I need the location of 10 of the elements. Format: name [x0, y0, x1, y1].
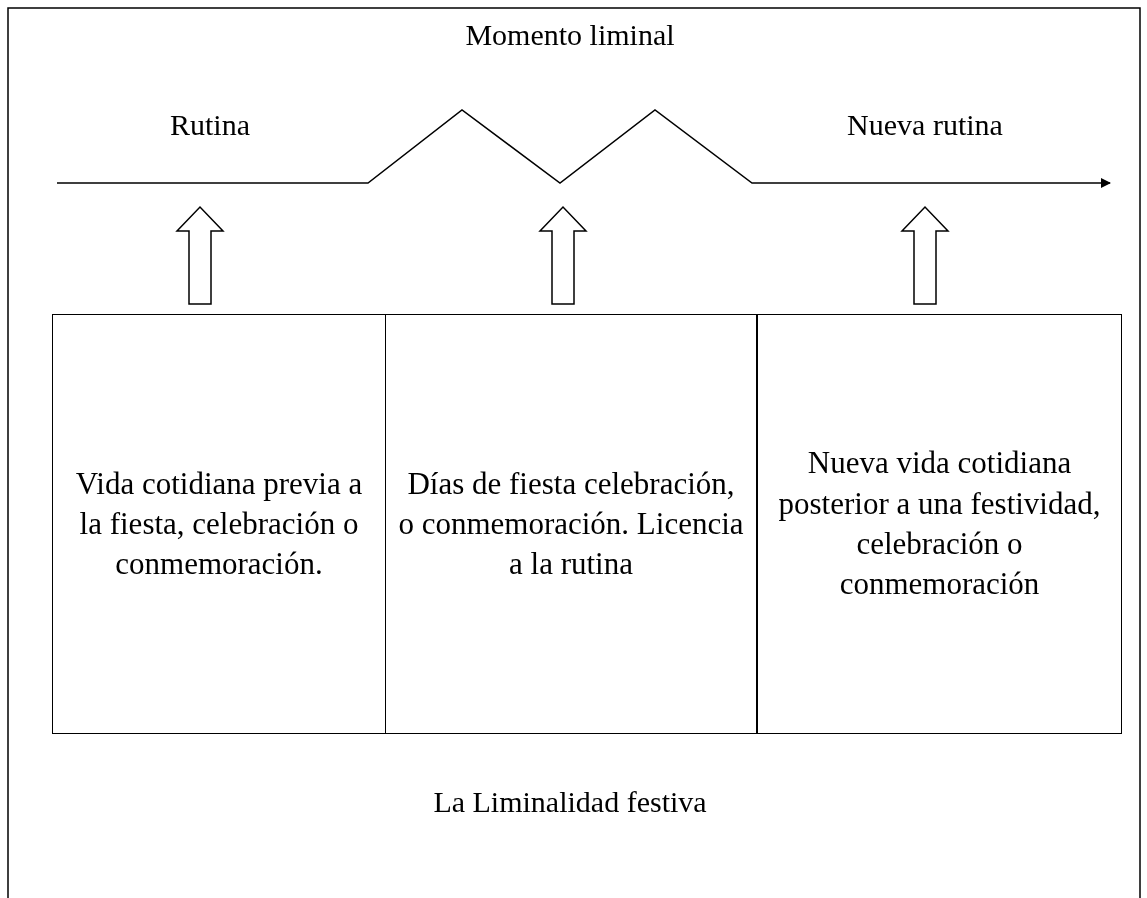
hollow-arrow [538, 205, 588, 305]
caption: La Liminalidad festiva [433, 785, 707, 819]
hollow-arrow [900, 205, 950, 305]
phase-label: Momento liminal [465, 18, 675, 52]
text-box: Nueva vida cotidiana posterior a una festividad, celebración o conmemoración [757, 314, 1122, 734]
text-box: Días de fiesta celebración, o conmemoración. Licencia a la rutina [385, 314, 757, 734]
phase-label: Nueva rutina [847, 108, 1003, 142]
phase-label: Rutina [170, 108, 250, 142]
text-box: Vida cotidiana previa a la fiesta, celebración o conmemoración. [52, 314, 386, 734]
hollow-arrow [175, 205, 225, 305]
